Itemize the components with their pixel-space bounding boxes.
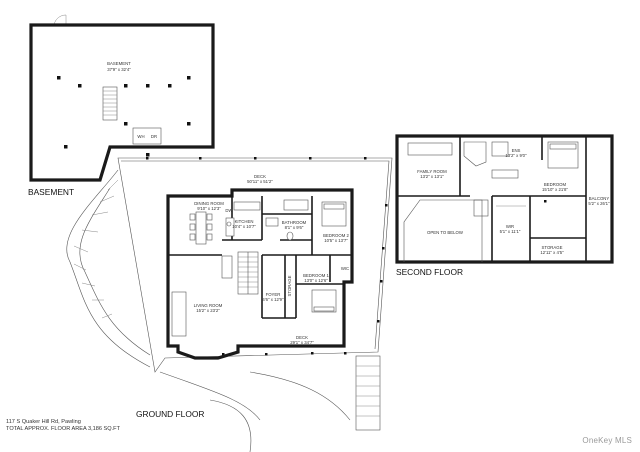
deck-top-name: DECK [254,174,266,179]
wir-dims: 5'1" x 11'1" [500,229,521,234]
property-address: 117 S Quaker Hill Rd, Pawling [6,419,81,425]
deck-inner-railing [121,160,390,350]
bedroom1-name: BEDROOM 1 [303,273,329,278]
dining-table [195,211,207,245]
front-path-edge [249,371,351,421]
front-path [159,371,261,421]
left-stairway-inner [79,187,151,356]
vanity [265,217,279,227]
open-to-below-label: OPEN TO BELOW [427,230,464,235]
master-pillow [549,143,577,150]
kitchen-island [225,217,235,237]
basement-room-dims: 37'9" x 32'4" [107,67,131,72]
bedroom2-name: BEDROOM 2 [323,233,349,238]
dryer-label: DR [151,134,157,139]
kitchen-name: KITCHEN [235,219,254,224]
bedroom2-dims: 10'5" x 13'7" [324,238,348,243]
ensuite-dims: 13'2" x 9'0" [505,153,527,158]
basement-walls [29,23,215,182]
dining-chairs [189,213,213,241]
fireplace [221,255,233,279]
balcony-dims: 5'2" x 26'1" [588,201,610,206]
total-floor-area: TOTAL APPROX. FLOOR AREA 3,186 SQ.FT [6,426,120,432]
front-stair-treads [356,365,380,417]
ensuite-shower [491,141,509,157]
left-stairway [66,169,151,368]
second-floor-label: SECOND FLOOR [396,267,463,277]
deck-posts [146,157,388,356]
pillow-bedroom2 [323,203,345,210]
bed-bedroom1 [311,289,337,313]
deck-bottom-dims: 29'1" x 34'7" [290,340,314,345]
bathroom-name: BATHROOM [282,220,307,225]
basement-stair-treads [103,90,117,116]
deck-top-dims: 50'11" x 51'2" [247,179,273,184]
deck-bottom-name: DECK [296,335,308,340]
family-room-name: FAMILY ROOM [417,169,447,174]
basement-plan: BASEMENT 37'9" x 32'4" WH DR BASEMENT [28,14,215,197]
second-interior-walls [397,136,587,262]
toilet [286,231,294,241]
deck-outline [117,157,393,373]
corner-tub [463,141,487,167]
ground-floor-walls [166,188,354,360]
bathtub [283,199,309,211]
second-floor-plan: FAMILY ROOM 13'2" x 13'1" ENS 13'2" x 9'… [395,134,614,277]
mls-watermark: OneKey MLS [582,436,632,445]
living-sofa [171,291,187,337]
family-room-dims: 13'2" x 13'1" [420,174,444,179]
utility-room [132,127,162,145]
open-to-below-outline [403,199,483,262]
basement-room-name: BASEMENT [107,61,131,66]
living-room-dims: 15'2" x 23'2" [196,308,220,313]
dishwasher-label: DW [225,208,233,213]
bedroom1-dims: 13'0" x 12'6" [304,278,328,283]
dining-room-dims: 9'10" x 12'3" [197,206,221,211]
kitchen-dims: 10'4" x 10'7" [232,224,256,229]
ground-floor-label: GROUND FLOOR [136,409,204,419]
pillow-bedroom1 [313,306,335,312]
kitchen-counter [233,201,261,211]
ensuite-name: ENS [512,148,521,153]
basement-stairs [102,86,118,121]
master-bedroom-name: BEDROOM [544,182,567,187]
foyer-dims: 4'6" x 12'9" [262,297,284,302]
wir-name: WIR [506,224,514,229]
wic-ground-label: WIC [341,266,349,271]
bathroom-dims: 8'1" x 9'6" [285,225,304,230]
family-sofa [407,142,453,156]
second-columns [544,200,547,203]
front-stair [355,355,381,431]
master-bedroom-dims: 15'10" x 21'8" [542,187,568,192]
storage-ground-label: STORAGE [287,275,292,296]
front-path-edge-2 [209,399,252,452]
stove [226,221,232,227]
living-room-name: LIVING ROOM [194,303,223,308]
storage-second-dims: 12'11" x 4'5" [540,250,564,255]
foyer-name: FOYER [266,292,281,297]
water-heater-label: WH [137,134,144,139]
basement-columns [57,76,191,157]
second-floor-walls [395,134,614,264]
ground-floor-plan: DECK 50'11" x 51'2" DINING ROOM 9'10" x … [66,157,393,452]
dining-room-name: DINING ROOM [194,201,224,206]
basement-floor-label: BASEMENT [28,187,74,197]
storage-second-name: STORAGE [542,245,563,250]
left-stairway-treads [73,179,119,319]
address-block: 117 S Quaker Hill Rd, Pawling TOTAL APPR… [6,419,120,433]
ensuite-vanity [491,169,519,179]
second-stairs [473,199,489,217]
balcony-name: BALCONY [589,196,610,201]
